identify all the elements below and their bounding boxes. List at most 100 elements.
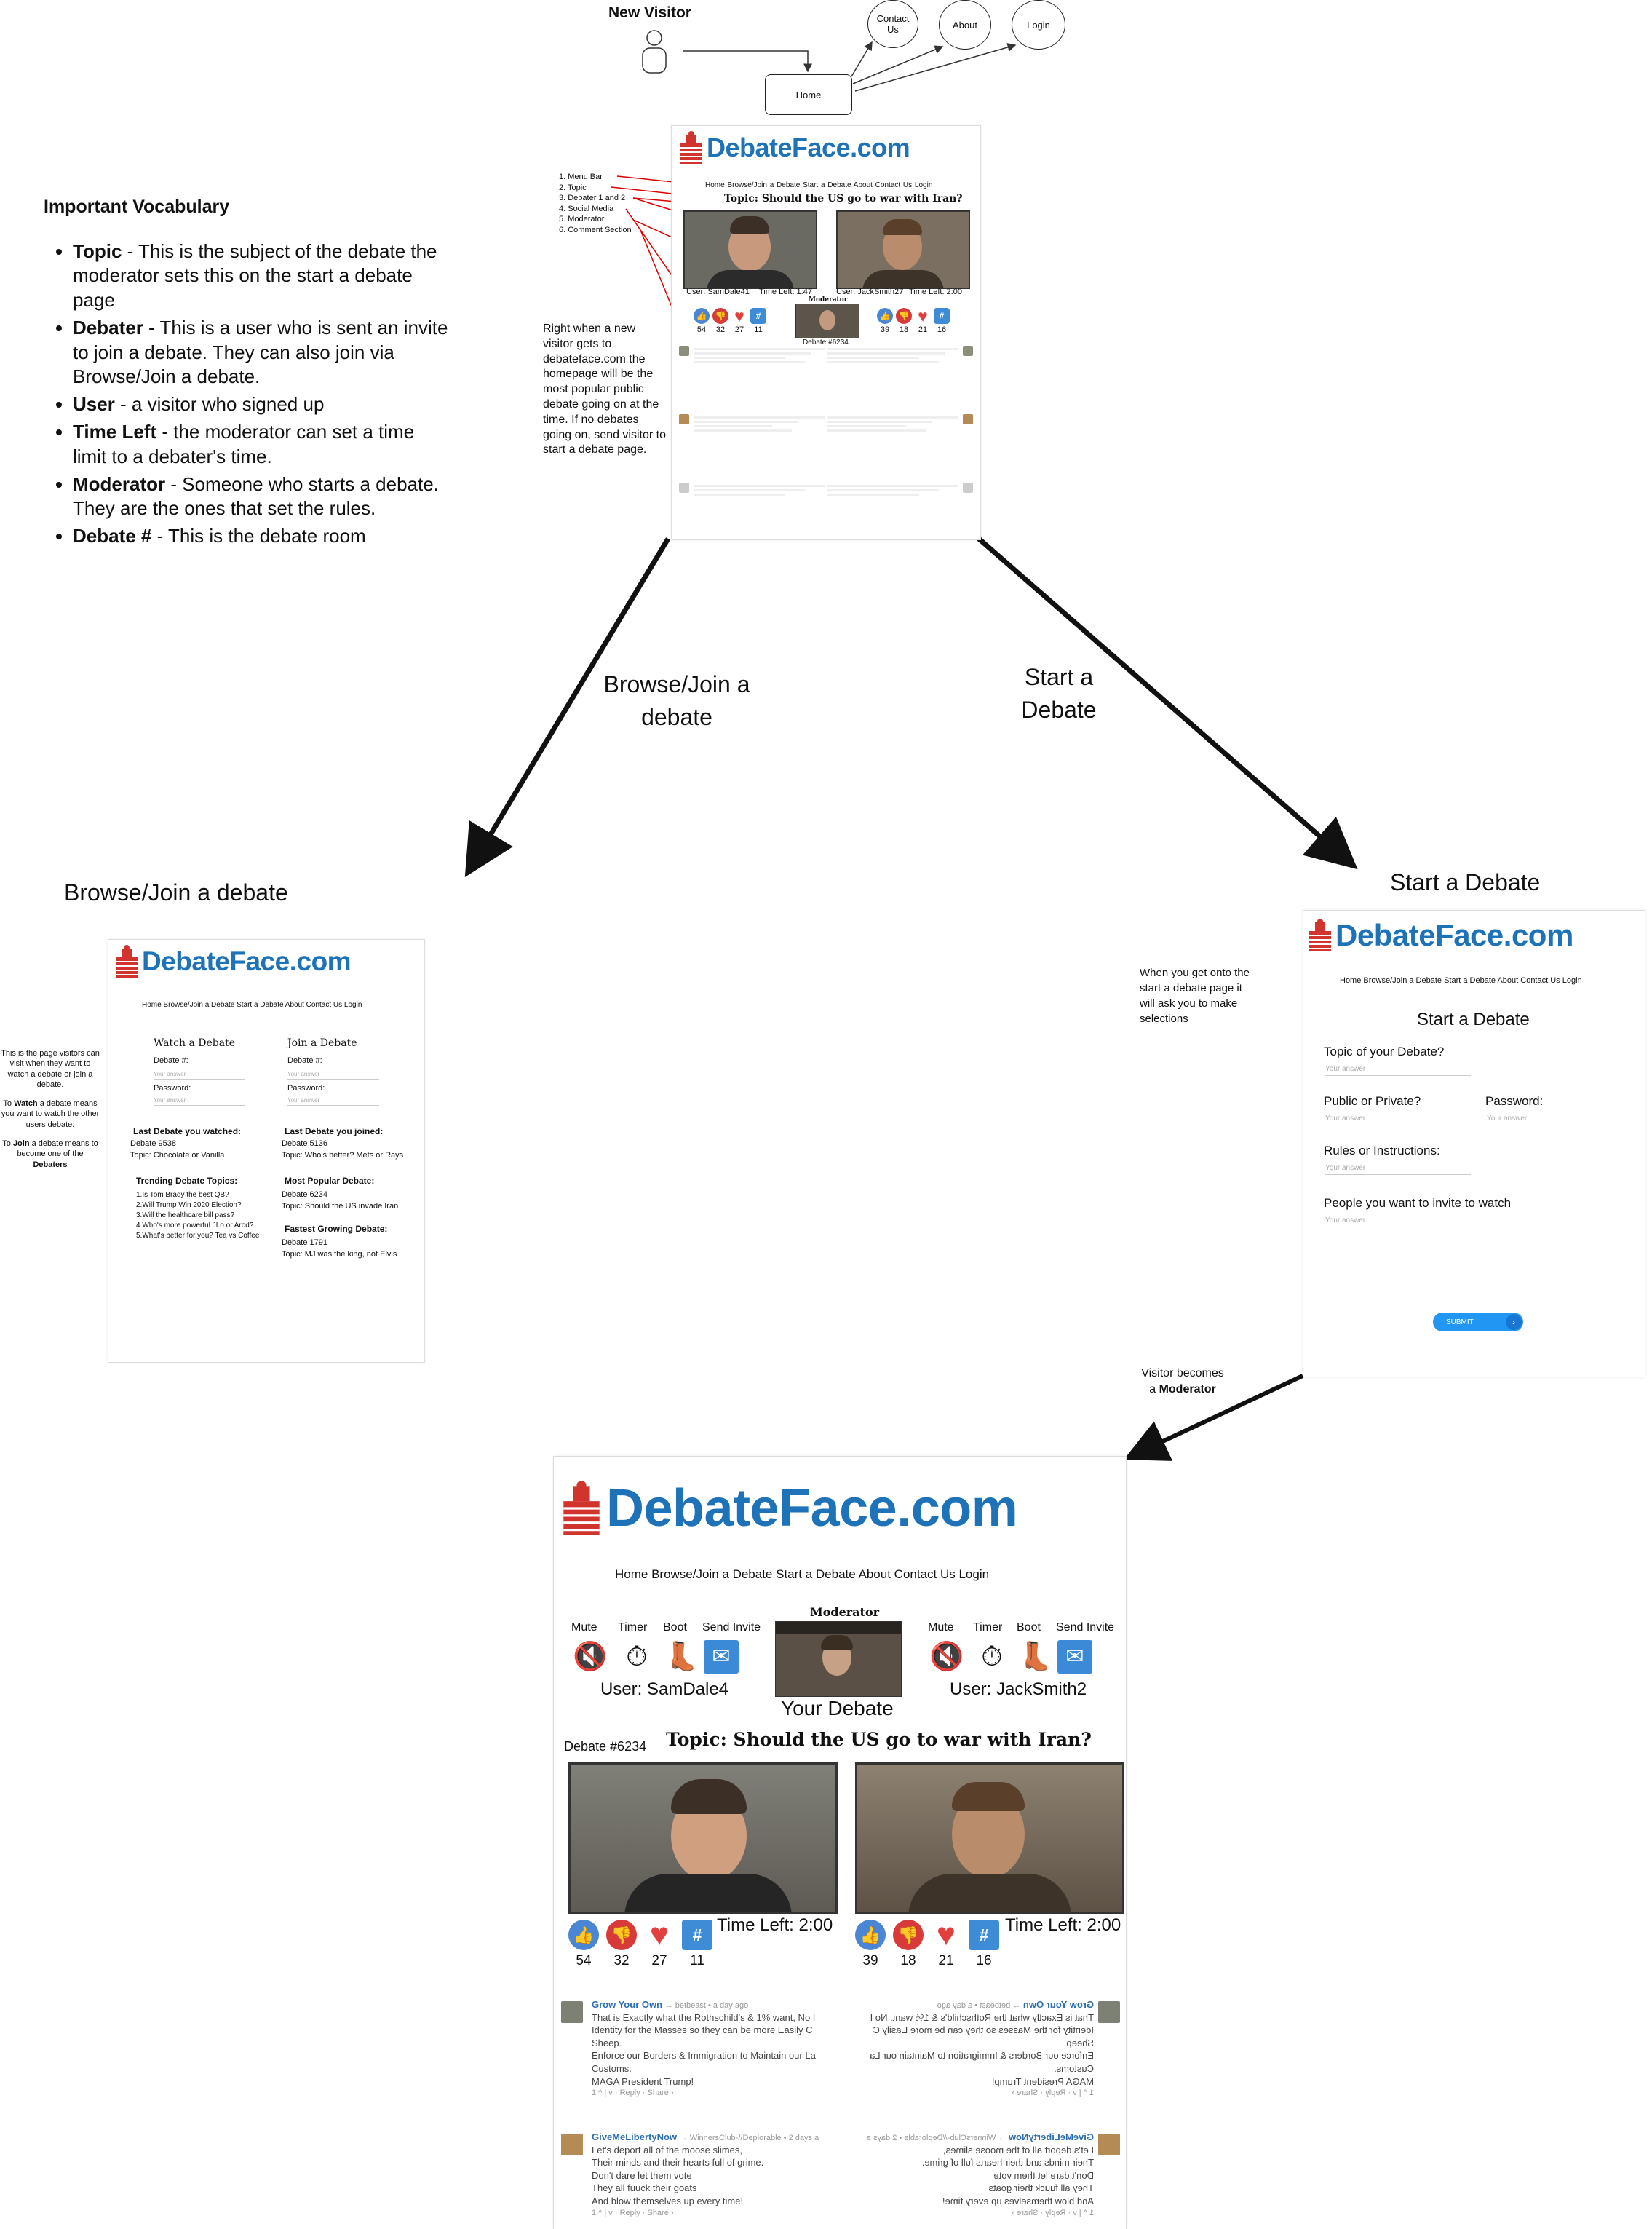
vocabulary-list: Topic - This is the subject of the debat… (44, 239, 451, 550)
like-icon[interactable]: 👍 (568, 1920, 599, 1950)
reaction-count: 11 (754, 325, 763, 334)
browse-section-title: Browse/Join a debate (64, 879, 288, 906)
control-label: Boot (1017, 1621, 1041, 1634)
timer-icon[interactable]: ⏱ (626, 1642, 648, 1672)
start-nav[interactable]: Home Browse/Join a Debate Start a Debate… (1340, 976, 1582, 985)
watch-debate-number-input[interactable]: Your answer (154, 1071, 245, 1080)
comment-2-left: GiveMeLibertyNow → WinnersClub-//Deplora… (592, 2131, 832, 2218)
popular-debate[interactable]: Debate 6234 (282, 1190, 327, 1199)
dislike-icon[interactable]: 👎 (893, 1920, 924, 1950)
moderator-self-video[interactable] (775, 1621, 902, 1697)
mute-icon[interactable]: 🔇 (573, 1642, 608, 1672)
hashtag-icon[interactable]: # (750, 308, 766, 324)
trending-heading: Trending Debate Topics: (136, 1176, 238, 1186)
home-node[interactable]: Home (765, 74, 852, 115)
browse-nav[interactable]: Home Browse/Join a Debate Start a Debate… (142, 1001, 362, 1009)
heart-icon[interactable]: ♥ (649, 1917, 670, 1952)
home-user1: User: SamDale41 (686, 288, 750, 296)
like-icon[interactable]: 👍 (694, 308, 710, 324)
trending-list[interactable]: 1.Is Tom Brady the best QB? 2.Will Trump … (136, 1190, 259, 1241)
browse-page-mock: DebateFace.com Home Browse/Join a Debate… (108, 939, 425, 1363)
reaction-count: 54 (696, 325, 707, 334)
comment-line: Sheep. (592, 2037, 622, 2048)
vocabulary-panel: Important Vocabulary Topic - This is the… (44, 195, 451, 552)
trending-item[interactable]: 1.Is Tom Brady the best QB? (136, 1191, 229, 1199)
home-page-mock: DebateFace.com Home Browse/Join a Debate… (671, 125, 981, 540)
reaction-count: 32 (613, 1953, 630, 1968)
timer-icon[interactable]: ⏱ (981, 1642, 1003, 1672)
comment-line: MAGA President Trump! (991, 2075, 1094, 2087)
home-debate-number: Debate #6234 (803, 338, 849, 347)
home-nav[interactable]: Home Browse/Join a Debate Start a Debate… (705, 181, 933, 189)
boot-icon[interactable]: 👢 (664, 1642, 699, 1672)
reaction-count: 18 (899, 325, 909, 334)
home-to-contact-connector (851, 41, 873, 77)
heart-icon[interactable]: ♥ (936, 1917, 956, 1952)
moderator-nav[interactable]: Home Browse/Join a Debate Start a Debate… (615, 1567, 990, 1581)
logo-text: DebateFace.com (707, 132, 910, 162)
home-comment-avatar (679, 346, 689, 356)
home-comment-avatar (679, 414, 689, 424)
topic-input[interactable]: Your answer (1325, 1065, 1471, 1076)
comment-2-actions[interactable]: 1 ^ | v · Reply · Share › (592, 2208, 674, 2217)
trending-item[interactable]: 2.Will Trump Win 2020 Election? (136, 1201, 242, 1209)
dislike-icon[interactable]: 👎 (712, 308, 728, 324)
rules-question: Rules or Instructions: (1324, 1144, 1440, 1157)
dislike-icon[interactable]: 👎 (606, 1920, 637, 1950)
last-watched-debate: Debate 9538 (130, 1139, 176, 1148)
vocabulary-item: Debate # - This is the debate room (73, 524, 451, 549)
comment-line: Don't dare let them vote (993, 2169, 1094, 2181)
comment-1-actions[interactable]: 1 ^ | v · Reply · Share › (592, 2089, 674, 2098)
popular-topic: Topic: Should the US invade Iran (282, 1202, 399, 1211)
home-comment-avatar (963, 483, 973, 493)
login-node[interactable]: Login (1012, 0, 1065, 50)
comment-avatar (561, 2134, 583, 2155)
trending-item[interactable]: 5.What's better for you? Tea vs Coffee (136, 1232, 260, 1240)
vocabulary-term: User (73, 393, 115, 416)
comment-line: Don't dare let them vote (592, 2169, 692, 2181)
legend-item: 4. Social Media (559, 204, 614, 213)
invite-input[interactable]: Your answer (1325, 1216, 1471, 1227)
heart-icon[interactable]: ♥ (918, 306, 928, 325)
logo-text: DebateFace.com (606, 1479, 1018, 1537)
vocabulary-heading: Important Vocabulary (44, 197, 230, 217)
watch-password-input[interactable]: Your answer (154, 1097, 245, 1106)
join-password-input[interactable]: Your answer (287, 1097, 379, 1106)
send-invite-icon[interactable]: ✉ (1057, 1640, 1092, 1674)
contact-us-node[interactable]: Contact Us (867, 0, 918, 48)
password-input[interactable]: Your answer (1487, 1114, 1640, 1125)
like-icon[interactable]: 👍 (855, 1920, 886, 1950)
fastest-topic: Topic: MJ was the king, not Elvis (282, 1250, 397, 1259)
hashtag-icon[interactable]: # (969, 1920, 999, 1950)
like-icon[interactable]: 👍 (877, 308, 893, 324)
trending-item[interactable]: 3.Will the healthcare bill pass? (136, 1211, 235, 1219)
logo-icon (1309, 919, 1331, 951)
reaction-count: 39 (880, 325, 890, 334)
watch-debate-title: Watch a Debate (154, 1037, 235, 1049)
dislike-icon[interactable]: 👎 (896, 308, 912, 324)
public-private-input[interactable]: Your answer (1325, 1114, 1471, 1125)
hashtag-icon[interactable]: # (934, 308, 950, 324)
rules-input[interactable]: Your answer (1325, 1164, 1471, 1175)
comment-line: That is Exactly what the Rothschild's & … (870, 2011, 1094, 2023)
hashtag-icon[interactable]: # (682, 1920, 712, 1950)
control-label: Mute (571, 1621, 597, 1634)
submit-button[interactable]: SUBMIT › (1433, 1313, 1523, 1331)
last-joined-heading: Last Debate you joined: (285, 1126, 384, 1136)
trending-item[interactable]: 4.Who's more powerful JLo or Arod? (136, 1222, 254, 1230)
join-debate-number-input[interactable]: Your answer (287, 1071, 379, 1080)
invite-question: People you want to invite to watch (1324, 1196, 1512, 1210)
vocabulary-term: Topic (73, 239, 122, 262)
send-invite-icon[interactable]: ✉ (704, 1640, 739, 1674)
control-label: Boot (663, 1621, 687, 1634)
heart-icon[interactable]: ♥ (734, 306, 744, 325)
boot-icon[interactable]: 👢 (1018, 1642, 1053, 1672)
start-heading: Start a Debate (1417, 1010, 1530, 1029)
moderator-debater2-video (855, 1762, 1124, 1914)
mute-icon[interactable]: 🔇 (929, 1642, 964, 1672)
moderator-time-left-1: Time Left: 2:00 (717, 1915, 833, 1935)
comment-1-right-mirrored: Grow Your Own → betbeast • a day ago Tha… (857, 1998, 1094, 2099)
about-node[interactable]: About (939, 0, 991, 50)
comment-line: Customs. (592, 2063, 632, 2075)
fastest-debate[interactable]: Debate 1791 (282, 1238, 327, 1247)
